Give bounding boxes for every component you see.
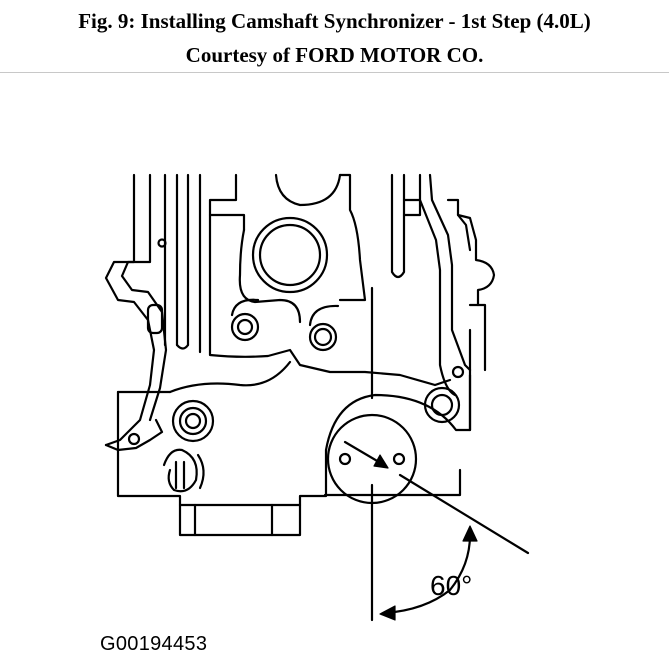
divider xyxy=(0,72,669,73)
left-rods xyxy=(157,173,202,354)
arc-arrowhead-bottom xyxy=(379,605,396,621)
angle-label: 60° xyxy=(430,570,473,601)
angle-pointer-line xyxy=(398,473,530,555)
figure-title: Fig. 9: Installing Camshaft Synchronizer… xyxy=(78,9,591,33)
rotation-arc xyxy=(383,533,472,615)
alignment-arrowhead xyxy=(373,454,389,469)
figure-id: G00194453 xyxy=(100,633,208,655)
right-rods xyxy=(390,173,496,432)
mounting-bolts xyxy=(162,386,461,493)
left-bracket xyxy=(104,173,168,452)
figure-courtesy: Courtesy of FORD MOTOR CO. xyxy=(185,43,484,67)
arc-arrowhead-top xyxy=(462,525,478,542)
top-bosses xyxy=(208,173,367,352)
